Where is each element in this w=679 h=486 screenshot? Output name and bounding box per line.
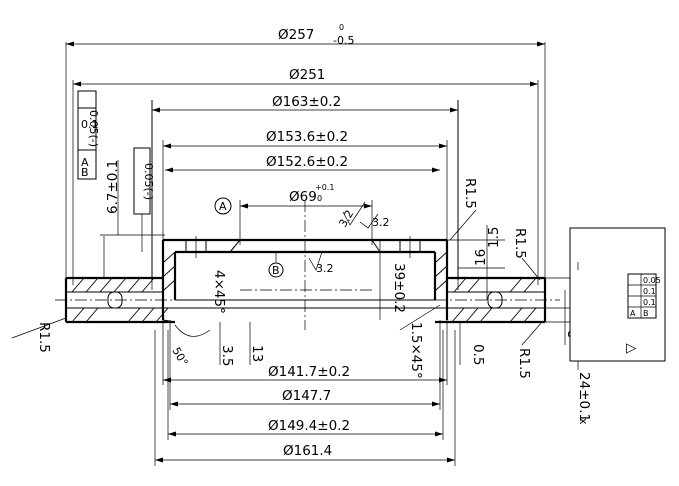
roughness-3-2-c: 3.2	[316, 262, 334, 275]
chamfer-4x45: 4×45°	[211, 270, 227, 314]
inset-frame-3: A	[630, 309, 636, 318]
dim-d251: Ø251	[289, 67, 325, 83]
radius-r1-5-right-top: R1.5	[512, 228, 528, 259]
tol-left-flatness: 0.05(-)	[87, 110, 100, 147]
angle-50: 50°	[169, 345, 190, 368]
dim-d163: Ø163±0.2	[272, 94, 341, 110]
roughness-symbols: 3.2 3.2 3.2	[308, 201, 390, 275]
inset-frame-1: 0.1	[643, 287, 656, 296]
datum-a-label: A	[219, 200, 227, 213]
tol-left-parallel: 0.1	[81, 118, 99, 131]
radius-r1-5-right-bottom: R1.5	[516, 348, 532, 379]
datum-b: B	[268, 252, 284, 278]
dim-d257-tol-upper: 0	[339, 23, 344, 32]
vertical-dims: 6.7±0.1 39±0.2 1.5 16 3.5 13 0.5 8 24±0.…	[100, 160, 595, 425]
dim-d147-7: Ø147.7	[282, 388, 331, 404]
inset-frame-2: 0.1	[643, 298, 656, 307]
dim-h24-suffix: x	[577, 418, 590, 425]
dim-d257: Ø257	[278, 27, 314, 43]
dim-h0-5: 0.5	[470, 344, 486, 365]
radius-r1-5-left: R1.5	[36, 322, 52, 353]
datum-a: A	[214, 197, 232, 215]
center-lines	[55, 200, 560, 330]
section-hatching	[71, 251, 537, 323]
dim-d257-tol-lower: -0.5	[333, 34, 354, 47]
tolerance-frame-mid: 0.05(-)	[133, 147, 155, 252]
dim-d149-4: Ø149.4±0.2	[268, 418, 350, 434]
dim-h1-5: 1.5	[486, 227, 502, 248]
arrowheads	[66, 41, 545, 463]
dim-h13: 13	[249, 345, 265, 362]
dim-d69-tol-lower: 0	[317, 194, 322, 203]
inset-triangle: ▷	[626, 340, 637, 356]
dim-h39: 39±0.2	[391, 263, 407, 313]
dim-h16: 16	[473, 249, 489, 266]
datum-b-label: B	[272, 264, 280, 277]
dimension-lines-bottom	[154, 320, 456, 466]
dim-d69: Ø69	[289, 189, 317, 205]
tolerance-frame-left: 0.05(-) 0.1 A B	[77, 90, 100, 180]
dim-d69-tol-upper: +0.1	[315, 183, 334, 192]
dim-h3-5: 3.5	[219, 345, 235, 366]
inset-frame-4: B	[643, 309, 649, 318]
dim-d152-6: Ø152.6±0.2	[266, 154, 348, 170]
inset-frame-0: 0.05	[643, 276, 661, 285]
roughness-3-2-b: 3.2	[372, 216, 390, 229]
roughness-3-2-a: 3.2	[336, 208, 356, 230]
radius-r1-5-top: R1.5	[462, 178, 478, 209]
dimension-lines-top	[65, 42, 546, 300]
dim-d161-4: Ø161.4	[283, 443, 332, 459]
tol-left-ref-b: B	[81, 166, 89, 179]
dim-d141-7: Ø141.7±0.2	[268, 364, 350, 380]
dim-h24: 24±0.1	[576, 372, 592, 422]
tol-mid-flatness: 0.05(-)	[142, 163, 155, 200]
dim-h6-7: 6.7±0.1	[105, 160, 121, 214]
inset-detail: 0.05 0.1 0.1 A B ▷	[569, 227, 666, 362]
chamfer-1-5x45: 1.5×45°	[408, 322, 424, 379]
dim-d153-6: Ø153.6±0.2	[266, 129, 348, 145]
tol-left-ref-a: A	[81, 156, 89, 169]
